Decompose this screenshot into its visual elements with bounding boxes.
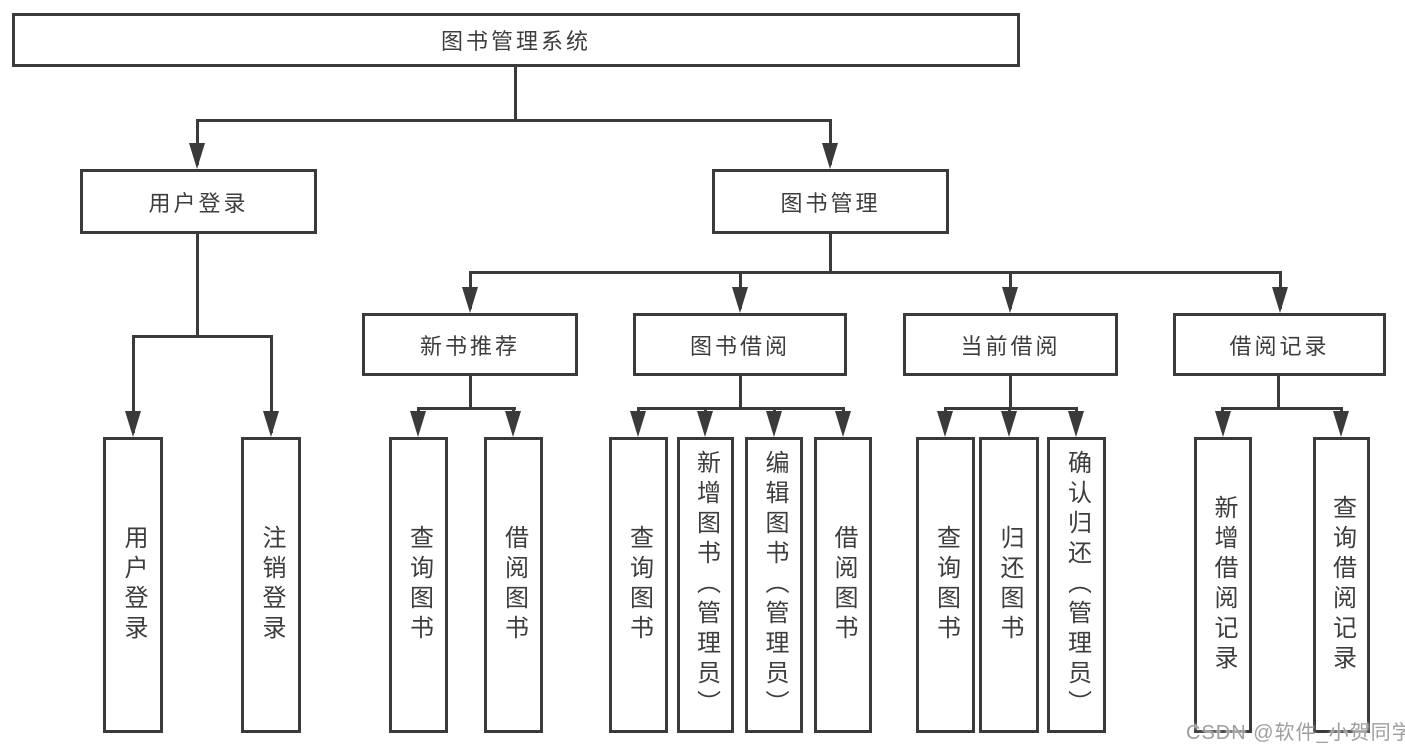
leaf-query-borrow-record-label: 查询借阅记录	[1328, 495, 1356, 675]
connector-to-leaf-logout	[270, 335, 273, 433]
arrow-down-icon	[835, 411, 851, 437]
node-current-borrow: 当前借阅	[903, 313, 1118, 376]
arrow-down-icon	[630, 411, 646, 437]
leaf-query-books-borrow-label: 查询图书	[625, 525, 653, 645]
leaf-borrow-books-recommend: 借阅图书	[484, 437, 543, 733]
leaf-logout: 注销登录	[241, 437, 301, 733]
leaf-query-books-current: 查询图书	[916, 437, 975, 733]
leaf-borrow-books-recommend-label: 借阅图书	[500, 525, 528, 645]
node-book-management-label: 图书管理	[780, 190, 881, 216]
node-current-borrow-label: 当前借阅	[960, 333, 1061, 359]
node-book-borrow-label: 图书借阅	[689, 333, 790, 359]
arrow-down-icon	[462, 287, 478, 313]
arrow-down-icon	[697, 411, 713, 437]
connector-user-login-branch	[132, 335, 273, 338]
leaf-user-login: 用户登录	[103, 437, 163, 733]
connector-root-branch	[196, 119, 832, 122]
connector-current-borrow-branch	[944, 407, 1078, 410]
node-new-book-recommend: 新书推荐	[362, 313, 578, 376]
leaf-borrow-books: 借阅图书	[814, 437, 872, 733]
node-user-login: 用户登录	[80, 169, 317, 234]
leaf-add-books-admin: 新增图书（管理员）	[677, 437, 734, 733]
leaf-confirm-return-admin: 确认归还（管理员）	[1047, 437, 1106, 733]
connector-root-stem	[514, 64, 517, 119]
node-new-book-recommend-label: 新书推荐	[419, 333, 520, 359]
leaf-query-books-current-label: 查询图书	[932, 525, 960, 645]
arrow-down-icon	[1333, 411, 1349, 437]
arrow-down-icon	[410, 411, 426, 437]
leaf-logout-label: 注销登录	[258, 525, 285, 645]
leaf-add-books-admin-label: 新增图书（管理员）	[692, 450, 720, 720]
connector-borrow-record-stem	[1277, 374, 1280, 407]
connector-new-book-recommend-stem	[469, 374, 472, 407]
arrow-down-icon	[732, 287, 748, 313]
node-borrow-record: 借阅记录	[1173, 313, 1386, 376]
arrow-down-icon	[263, 411, 279, 437]
connector-user-login-stem	[196, 232, 199, 335]
connector-borrow-record-branch	[1221, 407, 1343, 410]
arrow-down-icon	[1002, 287, 1018, 313]
connector-book-borrow-stem	[739, 374, 742, 407]
node-book-borrow: 图书借阅	[633, 313, 847, 376]
leaf-query-books-borrow: 查询图书	[609, 437, 668, 733]
watermark: CSDN @软件_小贺同学	[1186, 722, 1405, 744]
arrow-down-icon	[189, 143, 205, 169]
arrow-down-icon	[937, 411, 953, 437]
arrow-down-icon	[822, 143, 838, 169]
leaf-query-books-recommend-label: 查询图书	[405, 525, 433, 645]
leaf-return-books: 归还图书	[979, 437, 1039, 733]
arrow-down-icon	[505, 411, 521, 437]
connector-book-management-stem	[829, 232, 832, 271]
leaf-add-borrow-record-label: 新增借阅记录	[1210, 495, 1237, 675]
arrow-down-icon	[125, 411, 141, 437]
node-root: 图书管理系统	[12, 13, 1020, 67]
arrow-down-icon	[1272, 287, 1288, 313]
leaf-return-books-label: 归还图书	[996, 525, 1023, 645]
arrow-down-icon	[1215, 411, 1231, 437]
connector-root-to-book-management	[829, 119, 832, 165]
connector-current-borrow-stem	[1009, 374, 1012, 407]
arrow-down-icon	[766, 411, 782, 437]
leaf-borrow-books-label: 借阅图书	[830, 525, 857, 645]
connector-book-management-branch	[469, 271, 1282, 274]
connector-book-borrow-branch	[637, 407, 845, 410]
leaf-query-borrow-record: 查询借阅记录	[1313, 437, 1370, 733]
connector-new-book-recommend-branch	[417, 407, 516, 410]
arrow-down-icon	[1001, 411, 1017, 437]
leaf-query-books-recommend: 查询图书	[389, 437, 448, 733]
connector-to-leaf-user-login	[132, 335, 135, 433]
leaf-edit-books-admin-label: 编辑图书（管理员）	[761, 450, 788, 720]
connector-root-to-user-login	[196, 119, 199, 165]
node-root-label: 图书管理系统	[440, 29, 591, 54]
leaf-confirm-return-admin-label: 确认归还（管理员）	[1063, 450, 1091, 720]
arrow-down-icon	[1068, 411, 1084, 437]
node-borrow-record-label: 借阅记录	[1229, 333, 1330, 359]
leaf-add-borrow-record: 新增借阅记录	[1194, 437, 1252, 733]
node-user-login-label: 用户登录	[148, 190, 249, 216]
node-book-management: 图书管理	[712, 169, 949, 234]
leaf-user-login-label: 用户登录	[120, 525, 147, 645]
leaf-edit-books-admin: 编辑图书（管理员）	[745, 437, 803, 733]
